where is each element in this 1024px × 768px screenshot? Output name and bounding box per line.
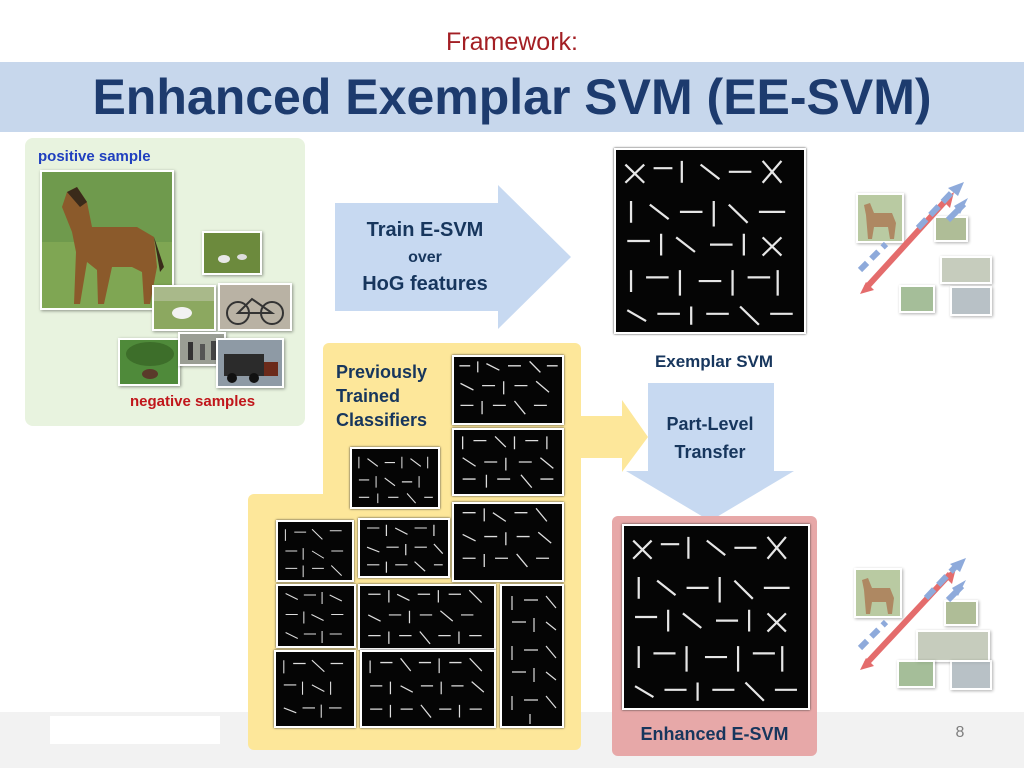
previous-classifiers-label: Previously Trained Classifiers	[336, 360, 427, 432]
positive-sample-label: positive sample	[38, 148, 151, 165]
pool-hog-8	[360, 650, 496, 728]
transfer-line1: Part-Level	[666, 414, 754, 434]
transfer-line2: Transfer	[674, 442, 746, 462]
pool-hog-7	[274, 650, 356, 728]
train-arrow-line2: over	[408, 249, 442, 266]
previous-label-line1: Previously	[336, 362, 428, 382]
negative-sheep-image	[202, 231, 262, 275]
transfer-arrow-right	[578, 400, 648, 472]
negative-samples-label: negative samples	[130, 393, 256, 410]
negative-tree-image	[118, 338, 180, 386]
pool-hog-5	[358, 584, 496, 650]
classifier-hog-2	[452, 428, 564, 496]
page-number: 8	[955, 724, 965, 741]
title-band	[0, 62, 1024, 132]
pool-hog-1	[276, 520, 354, 582]
exemplar-svm-hog-image	[614, 148, 806, 334]
pool-hog-4	[276, 584, 356, 648]
train-arrow-line3: HoG features	[362, 273, 488, 295]
previous-label-line2: Trained	[336, 386, 401, 406]
exemplar-svm-label: Exemplar SVM	[654, 352, 774, 371]
slide-title: Enhanced Exemplar SVM (EE-SVM)	[92, 69, 932, 125]
negative-train-image	[216, 338, 284, 388]
negative-cow-image	[152, 285, 216, 331]
part-level-transfer-label: Part-Level Transfer	[640, 410, 780, 466]
negative-bicycle-image	[218, 283, 292, 331]
classifier-hog-3	[350, 447, 440, 509]
scene-top-sheep-image	[940, 256, 992, 284]
scene-top-train-image	[950, 286, 992, 316]
scene-bottom-horse-image	[854, 568, 902, 618]
scene-bottom-field-image	[944, 600, 978, 626]
scene-top-tree-image	[899, 285, 935, 313]
pool-hog-6	[500, 584, 564, 728]
enhanced-esvm-label: Enhanced E-SVM	[640, 724, 789, 744]
pool-hog-3	[452, 502, 564, 582]
enhanced-esvm-hog-image	[622, 524, 810, 710]
part-level-transfer-arrow	[626, 383, 794, 521]
pool-hog-2	[358, 518, 450, 578]
previous-label-line3: Classifiers	[336, 410, 428, 430]
decision-boundary-bottom-icon	[857, 558, 966, 670]
scene-top-horse-image	[856, 193, 904, 243]
decision-boundary-top-icon	[857, 182, 968, 294]
classifier-hog-1	[452, 355, 564, 425]
scene-bottom-train-image	[950, 660, 992, 690]
train-arrow-line1: Train E-SVM	[366, 219, 484, 241]
positive-horse-image	[40, 170, 174, 310]
scene-bottom-tree-image	[897, 660, 935, 688]
slide-supertitle: Framework:	[446, 28, 578, 56]
train-arrow	[335, 185, 571, 329]
footer-box	[50, 716, 220, 744]
